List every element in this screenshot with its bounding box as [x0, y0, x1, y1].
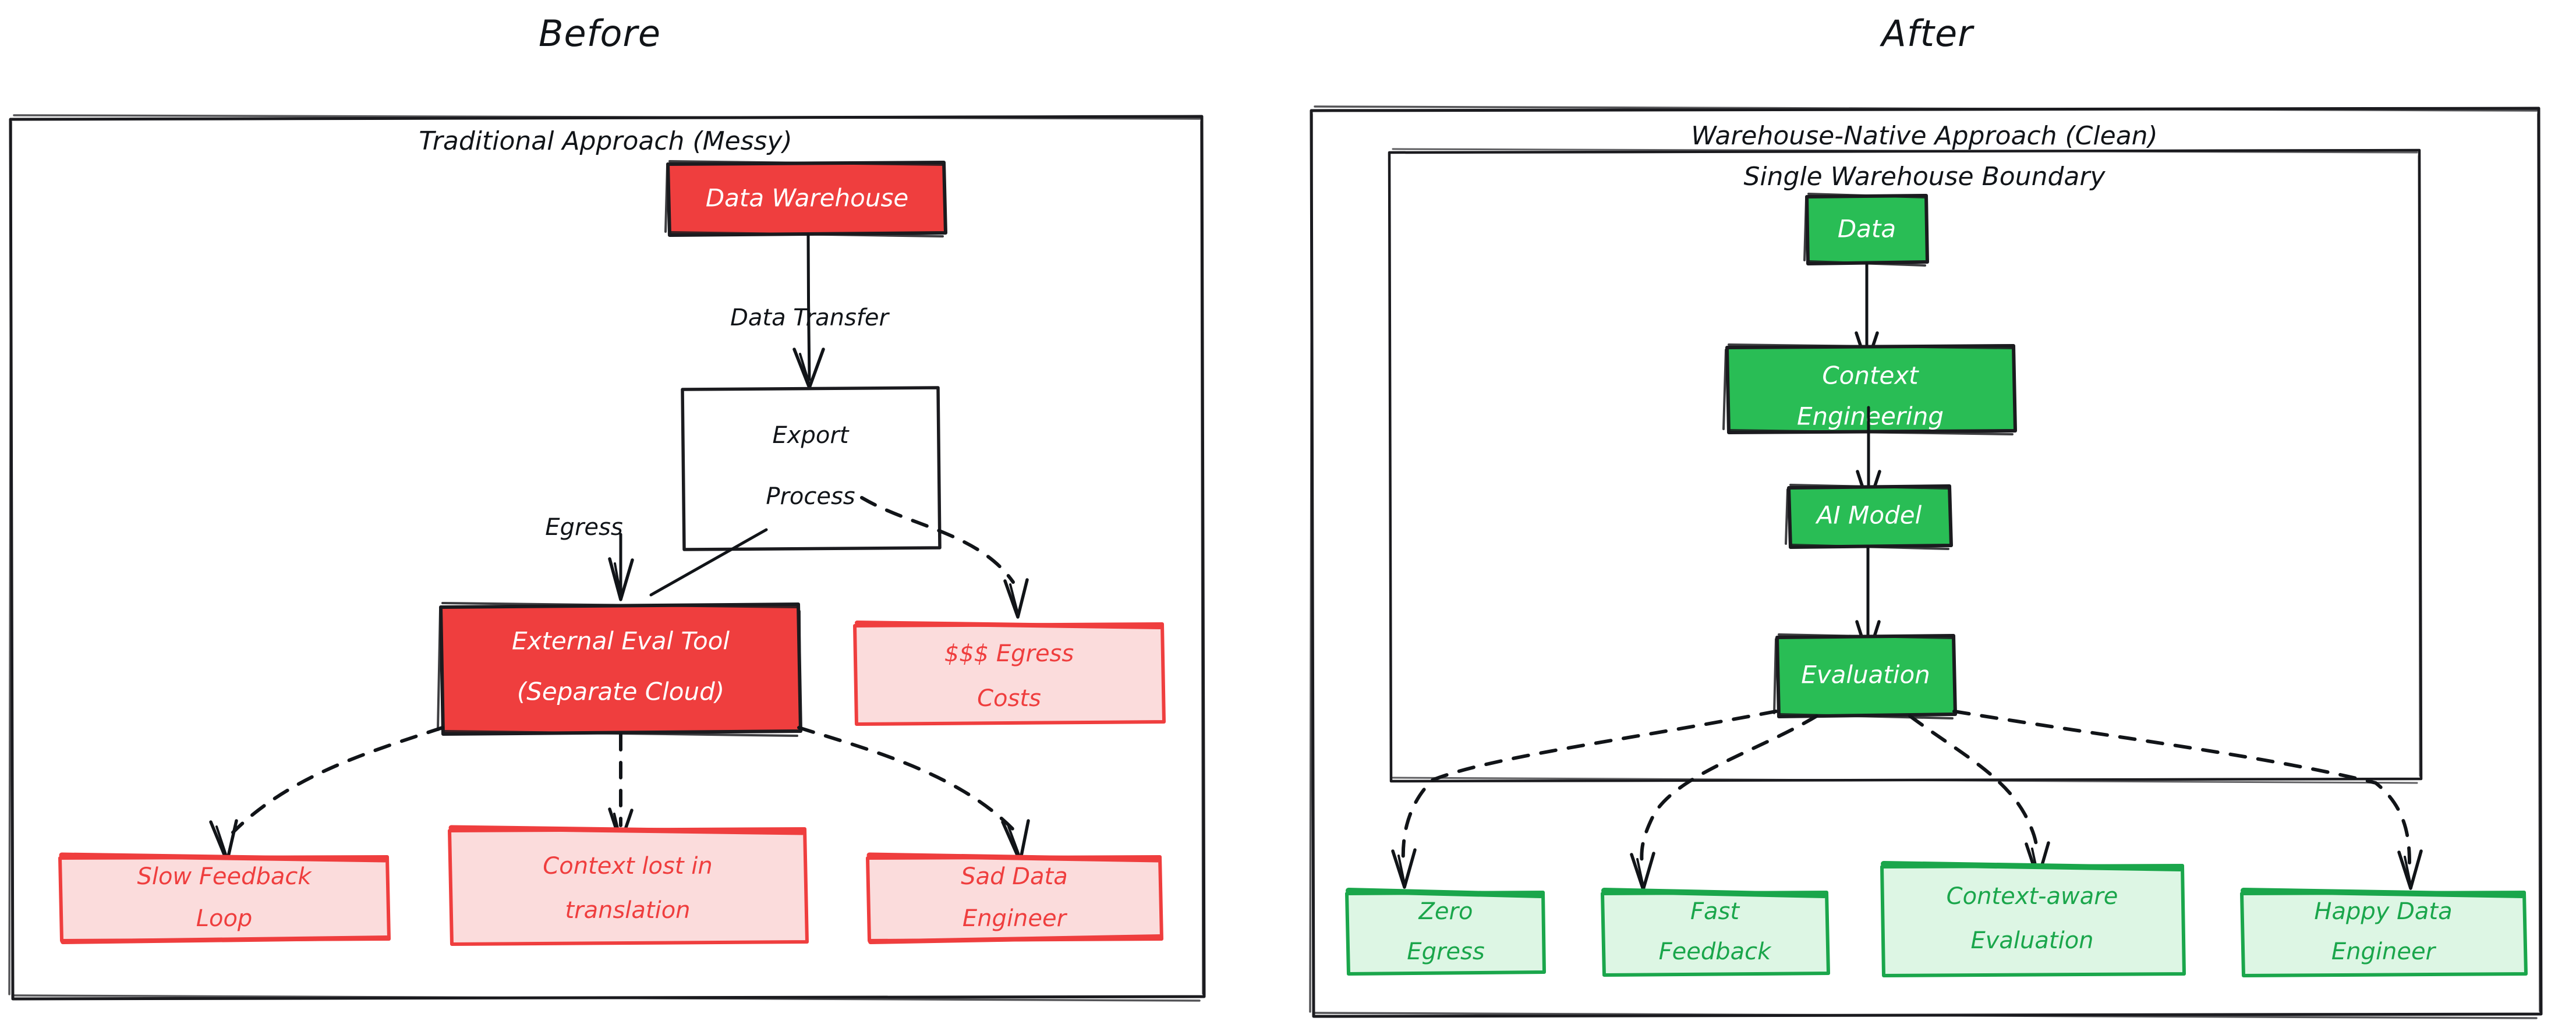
- node-context-eng-line2: Engineering: [1797, 402, 1944, 431]
- node-ai-model[interactable]: AI Model: [1785, 484, 1953, 550]
- node-context-lost-line2: translation: [565, 897, 690, 924]
- node-context-eng-line1: Context: [1822, 361, 1919, 390]
- node-data-warehouse[interactable]: Data Warehouse: [664, 160, 947, 237]
- node-zero-egress-line1: Zero: [1418, 898, 1473, 925]
- node-context-lost[interactable]: Context lost in translation: [448, 825, 809, 946]
- edge-eval-to-sad-engineer: [797, 726, 1030, 863]
- node-fast-feedback[interactable]: Fast Feedback: [1601, 888, 1830, 977]
- node-export-process-line2: Process: [766, 483, 855, 510]
- edge-egress: [608, 528, 768, 601]
- node-egress-costs-line2: Costs: [977, 685, 1041, 712]
- node-external-eval-line2: (Separate Cloud): [517, 678, 724, 706]
- node-slow-feedback-loop[interactable]: Slow Feedback Loop: [58, 852, 391, 944]
- node-context-aware-line1: Context-aware: [1947, 883, 2118, 910]
- node-data-label: Data: [1838, 215, 1896, 243]
- node-happy-data-engineer[interactable]: Happy Data Engineer: [2240, 888, 2528, 977]
- boundary-label: Single Warehouse Boundary: [1743, 162, 2106, 192]
- edge-eval-to-zero-egress: [1391, 710, 1778, 889]
- node-egress-costs-line1: $$$ Egress: [944, 640, 1074, 667]
- node-context-lost-line1: Context lost in: [543, 853, 712, 880]
- left-panel-frame: [8, 114, 1206, 1002]
- edge-eval-to-slow-feedback: [209, 726, 444, 863]
- node-export-process[interactable]: Export Process: [681, 386, 942, 551]
- node-context-aware-line2: Evaluation: [1970, 927, 2093, 954]
- node-zero-egress-line2: Egress: [1407, 938, 1484, 965]
- edge-eval-to-context-aware: [1908, 714, 2050, 881]
- title-after: After: [1879, 12, 1975, 55]
- node-slow-feedback-line1: Slow Feedback: [137, 863, 312, 890]
- single-warehouse-boundary-box: [1388, 148, 2423, 784]
- edge-eval-to-fast-feedback: [1630, 714, 1818, 891]
- node-happy-engineer-line1: Happy Data: [2314, 898, 2452, 925]
- right-panel-frame: [1309, 105, 2543, 1019]
- node-slow-feedback-line2: Loop: [196, 905, 253, 932]
- title-before: Before: [539, 12, 661, 55]
- right-group-label: Warehouse-Native Approach (Clean): [1691, 121, 2157, 151]
- edge-label-egress: Egress: [545, 514, 622, 541]
- node-egress-costs[interactable]: $$$ Egress Costs: [853, 621, 1166, 726]
- left-group-label: Traditional Approach (Messy): [419, 126, 792, 156]
- node-sad-engineer-line1: Sad Data: [961, 863, 1068, 890]
- node-sad-data-engineer[interactable]: Sad Data Engineer: [866, 852, 1163, 944]
- node-sad-engineer-line2: Engineer: [963, 905, 1068, 932]
- node-happy-engineer-line2: Engineer: [2331, 938, 2437, 965]
- edge-export-to-egress-costs: [860, 496, 1029, 619]
- node-evaluation[interactable]: Evaluation: [1773, 633, 1957, 719]
- node-external-eval-tool[interactable]: External Eval Tool (Separate Cloud): [437, 602, 802, 737]
- node-context-aware-evaluation[interactable]: Context-aware Evaluation: [1880, 861, 2186, 977]
- node-context-engineering[interactable]: Context Engineering: [1722, 343, 2017, 435]
- edge-eval-to-happy-engineer: [1952, 710, 2423, 890]
- node-evaluation-label: Evaluation: [1801, 661, 1930, 689]
- node-fast-feedback-line2: Feedback: [1659, 938, 1772, 965]
- node-data-warehouse-label: Data Warehouse: [706, 184, 908, 212]
- node-fast-feedback-line1: Fast: [1690, 898, 1740, 925]
- node-data[interactable]: Data: [1803, 193, 1929, 267]
- node-export-process-line1: Export: [773, 422, 850, 449]
- node-external-eval-line1: External Eval Tool: [512, 627, 730, 655]
- node-ai-model-label: AI Model: [1815, 501, 1922, 530]
- edge-label-data-transfer: Data Transfer: [730, 304, 890, 331]
- edge-eval-to-context-lost: [608, 733, 634, 845]
- node-zero-egress[interactable]: Zero Egress: [1345, 888, 1546, 976]
